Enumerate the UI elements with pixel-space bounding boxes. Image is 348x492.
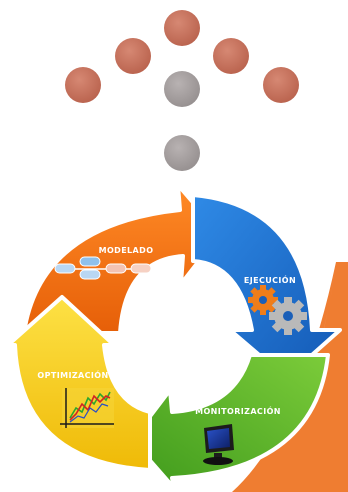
stage-arrow-ejecucion bbox=[191, 193, 342, 380]
dot-right-2 bbox=[213, 38, 249, 74]
dot-center bbox=[164, 71, 200, 107]
stage-arrow-monitorizacion bbox=[130, 353, 330, 490]
label-ejecucion: EJECUCIÓN bbox=[244, 274, 296, 285]
line-chart-icon bbox=[60, 388, 114, 428]
stage-arrow-modelado bbox=[22, 183, 222, 335]
dot-right-1 bbox=[263, 67, 299, 103]
dot-top bbox=[164, 10, 200, 46]
dot-left-1 bbox=[65, 67, 101, 103]
process-flow-icon bbox=[54, 256, 158, 280]
cycle-ring bbox=[6, 183, 342, 490]
dot-left-2 bbox=[115, 38, 151, 74]
stage-arrow-optimizacion bbox=[6, 295, 152, 472]
accent-corner-shape bbox=[232, 262, 348, 492]
monitor-icon bbox=[203, 424, 234, 465]
dot-bottom bbox=[164, 135, 200, 171]
label-monitorizacion: MONITORIZACIÓN bbox=[195, 405, 281, 416]
label-modelado: MODELADO bbox=[99, 246, 154, 255]
label-optimizacion: OPTIMIZACIÓN bbox=[37, 369, 108, 380]
decorative-dots bbox=[65, 10, 299, 171]
